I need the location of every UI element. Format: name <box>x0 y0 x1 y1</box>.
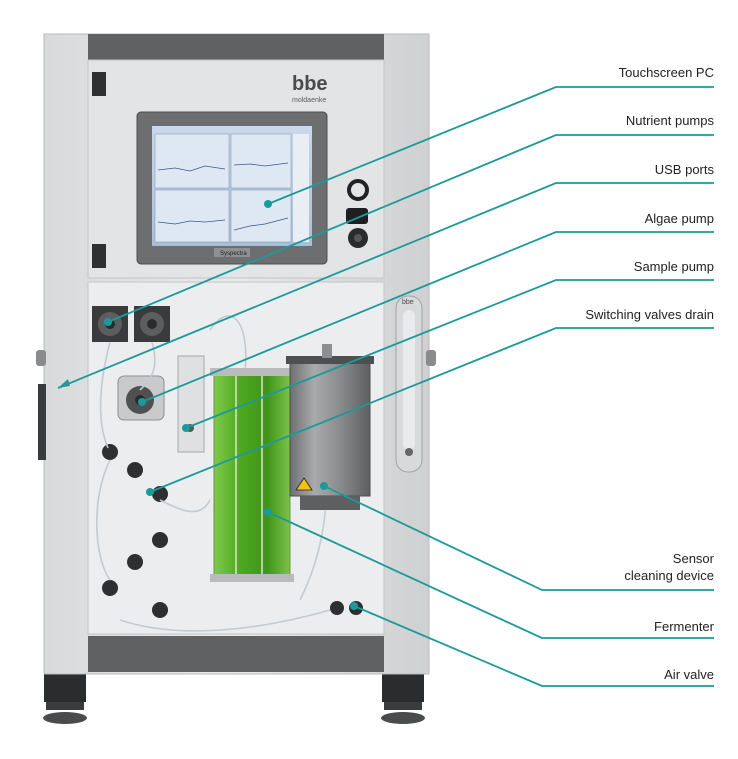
label-touchscreen-pc: Touchscreen PC <box>618 65 714 80</box>
fermenter <box>210 368 294 582</box>
leader-touchscreen-pc <box>267 86 714 205</box>
leader-fermenter <box>267 511 714 639</box>
label-nutrient-pumps: Nutrient pumps <box>625 113 714 128</box>
leader-dot <box>264 508 272 516</box>
label-air-valve: Air valve <box>664 667 714 682</box>
leader-sample-pump <box>185 279 714 429</box>
leader-sensor-cleaning-device <box>323 485 714 591</box>
label-fermenter: Fermenter <box>654 619 714 634</box>
callout-leaders <box>57 86 714 687</box>
cabinet-feet <box>43 672 425 724</box>
leader-nutrient-pumps <box>107 134 714 323</box>
leader-usb-ports <box>57 182 714 389</box>
leader-dot <box>320 482 328 490</box>
leader-dot <box>264 200 272 208</box>
brand-subtitle: moldaenke <box>292 97 326 104</box>
label-sample-pump: Sample pump <box>633 259 714 274</box>
probe-brand: bbe <box>402 299 414 306</box>
screen-brand: Syspectra <box>220 251 247 257</box>
label-sensor-line1: Sensor <box>672 551 714 566</box>
leader-air-valve <box>353 605 714 687</box>
label-algae-pump: Algae pump <box>644 211 714 226</box>
leader-dot <box>104 318 112 326</box>
label-sensor-cleaning-device: Sensor cleaning device <box>624 550 714 584</box>
sensor-probe <box>395 295 423 473</box>
touchscreen-pc <box>136 111 328 265</box>
label-usb-ports: USB ports <box>654 162 714 177</box>
label-sensor-line2: cleaning device <box>624 568 714 583</box>
leader-dot <box>138 398 146 406</box>
leader-dot <box>182 424 190 432</box>
leader-dot <box>146 488 154 496</box>
leader-arrowhead <box>58 379 70 388</box>
leader-dot <box>350 602 358 610</box>
leader-switching-valves-drain <box>149 327 714 493</box>
leader-algae-pump <box>141 231 714 403</box>
sample-pump <box>177 355 205 453</box>
algae-pump <box>117 375 165 421</box>
sensor-cleaning-device <box>286 344 374 510</box>
brand-logo: bbe <box>292 73 328 95</box>
label-switching-valves-drain: Switching valves drain <box>585 307 714 322</box>
